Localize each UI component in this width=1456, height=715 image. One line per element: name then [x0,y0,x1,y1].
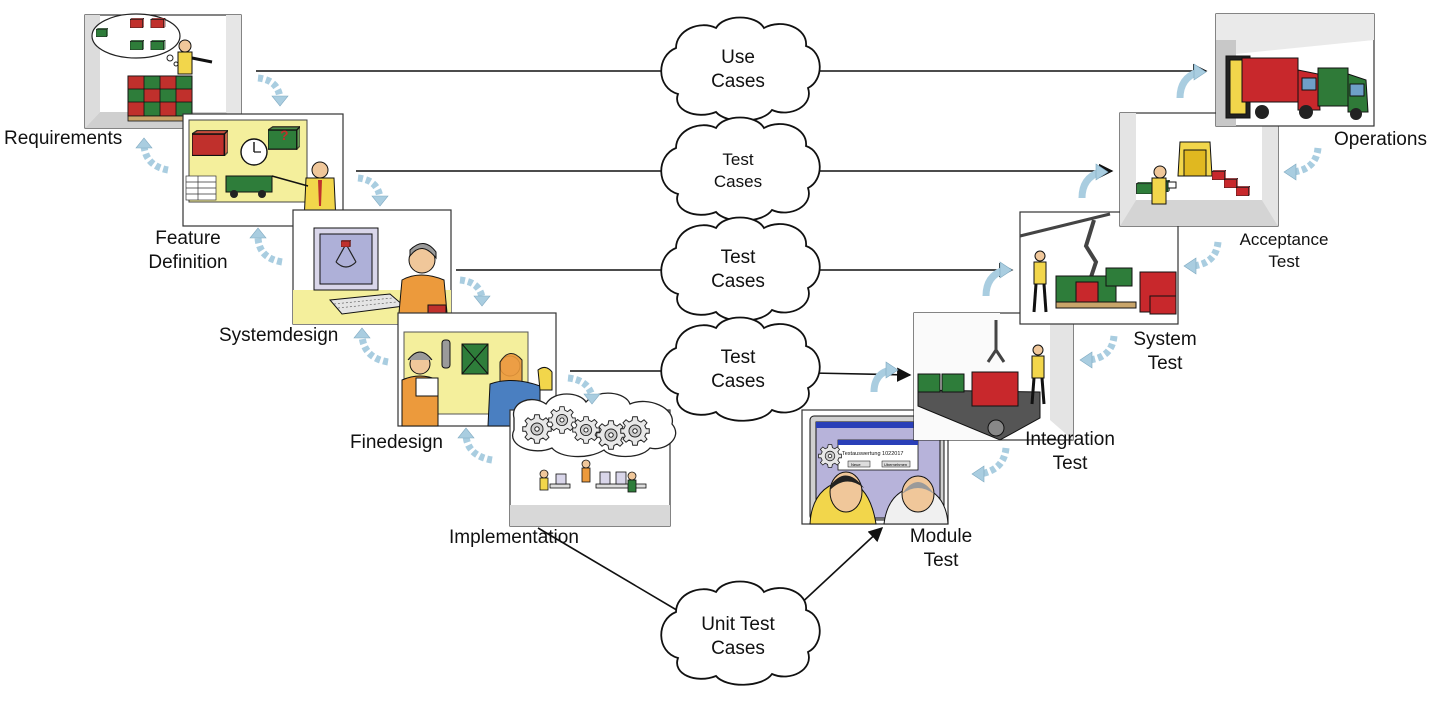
label-systemdesign: Systemdesign [219,325,339,346]
cloud-test-cases-1-line2: Cases [713,172,763,191]
label-acceptance-test-line2: Test [1268,252,1300,271]
cloud-test-cases-1 [660,116,821,222]
cloud-unit-test-cases-text: Unit Test Cases [678,613,798,661]
cloud-test-cases-1-line1: Test [722,150,754,169]
panel-acceptance-test [1119,112,1279,227]
label-feature-definition-line1: Feature [155,228,221,249]
cloud-use-cases-text: Use Cases [688,46,788,94]
cloud-test-cases-3-line1: Test [720,347,756,368]
trace-arrows [256,63,1208,613]
label-operations: Operations [1334,129,1427,150]
cloud-test-cases-3 [660,316,821,422]
label-implementation: Implementation [449,527,579,548]
cycle-arrowheads [135,63,1297,483]
svg-text:?: ? [280,127,289,143]
label-finedesign: Finedesign [350,432,443,453]
cloud-test-cases-2-line2: Cases [711,271,765,292]
label-module-test-line2: Test [923,550,959,571]
label-module-test-line1: Module [909,526,973,547]
panel-systemdesign [292,209,452,325]
label-system-test-line2: Test [1147,353,1183,374]
panel-integration-test [913,312,1074,441]
label-acceptance-test: Acceptance Test [1230,229,1338,273]
cloud-test-cases-2-line1: Test [720,247,756,268]
trace-arrow-integration [811,367,912,382]
cloud-test-cases-3-line2: Cases [711,371,765,392]
trace-line-impl-unit [537,527,681,613]
module-dialog-title: Testauswertung 1022017 [842,451,903,457]
label-requirements: Requirements [4,128,123,149]
cloud-use-cases [660,16,821,122]
cloud-unit-test-cases [660,580,821,686]
cloud-unit-test-cases-line1: Unit Test [701,614,775,635]
label-system-test-line1: System [1133,329,1197,350]
module-dialog-button-2: Ubernehmen [884,462,907,467]
label-system-test: System Test [1125,328,1205,376]
label-integration-test-line1: Integration [1025,429,1115,450]
cloud-test-cases-3-text: Test Cases [688,346,788,394]
label-acceptance-test-line1: Acceptance [1239,230,1329,249]
label-integration-test-line2: Test [1052,453,1088,474]
cloud-test-cases-2-text: Test Cases [688,246,788,294]
label-module-test: Module Test [899,525,983,573]
trace-arrow-module [795,527,884,609]
cloud-test-cases-1-text: Test Cases [688,149,788,193]
label-feature-definition-line2: Definition [148,252,228,273]
cloud-use-cases-line2: Cases [711,71,765,92]
label-integration-test: Integration Test [1016,428,1124,476]
panel-feature-definition: ? [182,113,344,227]
panel-module-test: Testauswertung 1022017 Neue Ubernehmen [801,409,949,525]
module-dialog-button-1: Neue [851,462,861,467]
cloud-use-cases-line1: Use [721,47,755,68]
panel-requirements [84,13,242,129]
panel-system-test [1019,211,1179,325]
panel-operations [1215,13,1375,127]
cloud-unit-test-cases-line2: Cases [711,638,765,659]
cloud-test-cases-2 [660,216,821,322]
panel-implementation [509,392,677,527]
label-feature-definition: Feature Definition [138,227,238,275]
